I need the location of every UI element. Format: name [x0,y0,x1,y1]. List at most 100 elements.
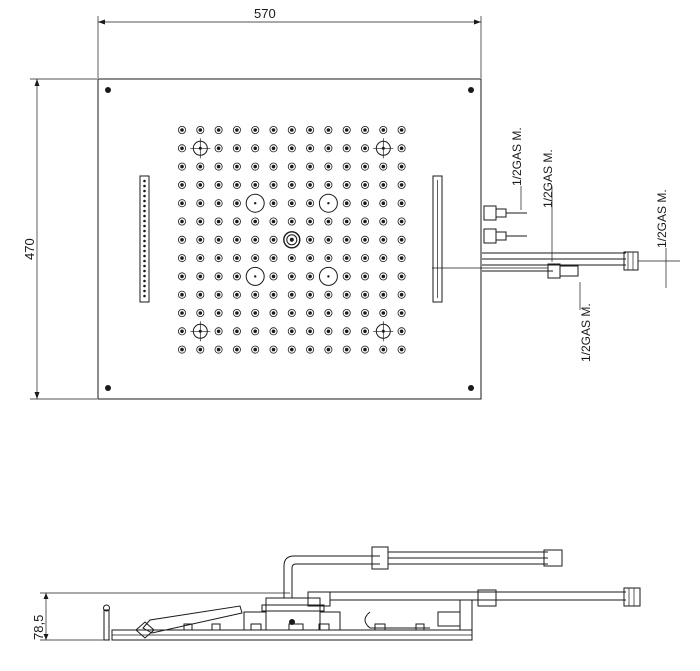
nozzle [287,272,296,281]
nozzle [287,327,296,336]
mounting-holes [105,87,474,391]
large-jet [245,266,265,286]
led-dot [143,264,146,268]
side-outlet [318,623,330,631]
nozzle [196,345,205,354]
nozzle [360,199,369,208]
jet-nozzle [373,138,394,159]
nozzle [306,144,315,153]
nozzle [269,272,278,281]
nozzle [360,345,369,354]
nozzle [269,144,278,153]
nozzle [196,217,205,226]
nozzle [287,254,296,263]
led-dot [143,214,146,218]
jet-nozzle [190,321,211,342]
nozzle [342,345,351,354]
nozzle [379,199,388,208]
connection-labels: 1/2GAS M. 1/2GAS M. 1/2GAS M. 1/2GAS M. [510,127,669,362]
side-height-dimension-value: 78,5 [31,615,46,640]
nozzle [177,144,186,153]
nozzle [379,272,388,281]
nozzle [196,308,205,317]
nozzle [287,180,296,189]
nozzle [232,162,241,171]
nozzle [269,162,278,171]
nozzle [397,162,406,171]
nozzle [269,217,278,226]
nozzle [306,290,315,299]
nozzle [397,272,406,281]
led-dot [143,204,146,208]
side-outlet [183,623,193,631]
led-dot [143,249,146,253]
side-outlet [374,623,386,631]
nozzle [232,327,241,336]
nozzle [232,254,241,263]
nozzle [306,327,315,336]
nozzle [269,308,278,317]
nozzle [232,345,241,354]
nozzle [360,235,369,244]
nozzle [360,254,369,263]
led-dot [143,219,146,223]
nozzle [177,235,186,244]
nozzle [214,327,223,336]
nozzle-grid [177,126,406,354]
nozzle [196,126,205,135]
led-dot [143,279,146,283]
led-dot [143,259,146,263]
nozzle [324,327,333,336]
nozzle [269,345,278,354]
led-strip-left [139,175,150,303]
nozzle [360,290,369,299]
mounting-hole [468,87,474,93]
nozzle [342,254,351,263]
nozzle [397,180,406,189]
nozzle [379,290,388,299]
nozzle [379,254,388,263]
nozzle [360,308,369,317]
nozzle [214,290,223,299]
nozzle [177,308,186,317]
nozzle [342,199,351,208]
nozzle [324,254,333,263]
nozzle [379,180,388,189]
nozzle [177,126,186,135]
nozzle [306,199,315,208]
nozzle [324,308,333,317]
nozzle [397,290,406,299]
nozzle [342,162,351,171]
nozzle [214,254,223,263]
nozzle [269,126,278,135]
nozzle [251,144,260,153]
nozzle [196,235,205,244]
nozzle [232,217,241,226]
nozzle [251,180,260,189]
nozzle [397,254,406,263]
nozzle [306,217,315,226]
nozzle [177,199,186,208]
nozzle [177,290,186,299]
nozzle [232,144,241,153]
nozzle [269,235,278,244]
nozzle [324,126,333,135]
nozzle [232,290,241,299]
nozzle [214,308,223,317]
nozzle [379,162,388,171]
nozzle [397,144,406,153]
height-dimension: 470 [22,78,97,400]
led-dot [143,284,146,288]
nozzle [214,180,223,189]
pipe-connections [432,186,680,310]
nozzle [196,272,205,281]
nozzle [177,162,186,171]
nozzle [397,345,406,354]
nozzle [342,272,351,281]
led-dot [143,274,146,278]
nozzle [397,199,406,208]
nozzle [397,217,406,226]
led-dot [143,184,146,188]
nozzle [379,345,388,354]
nozzle [360,272,369,281]
